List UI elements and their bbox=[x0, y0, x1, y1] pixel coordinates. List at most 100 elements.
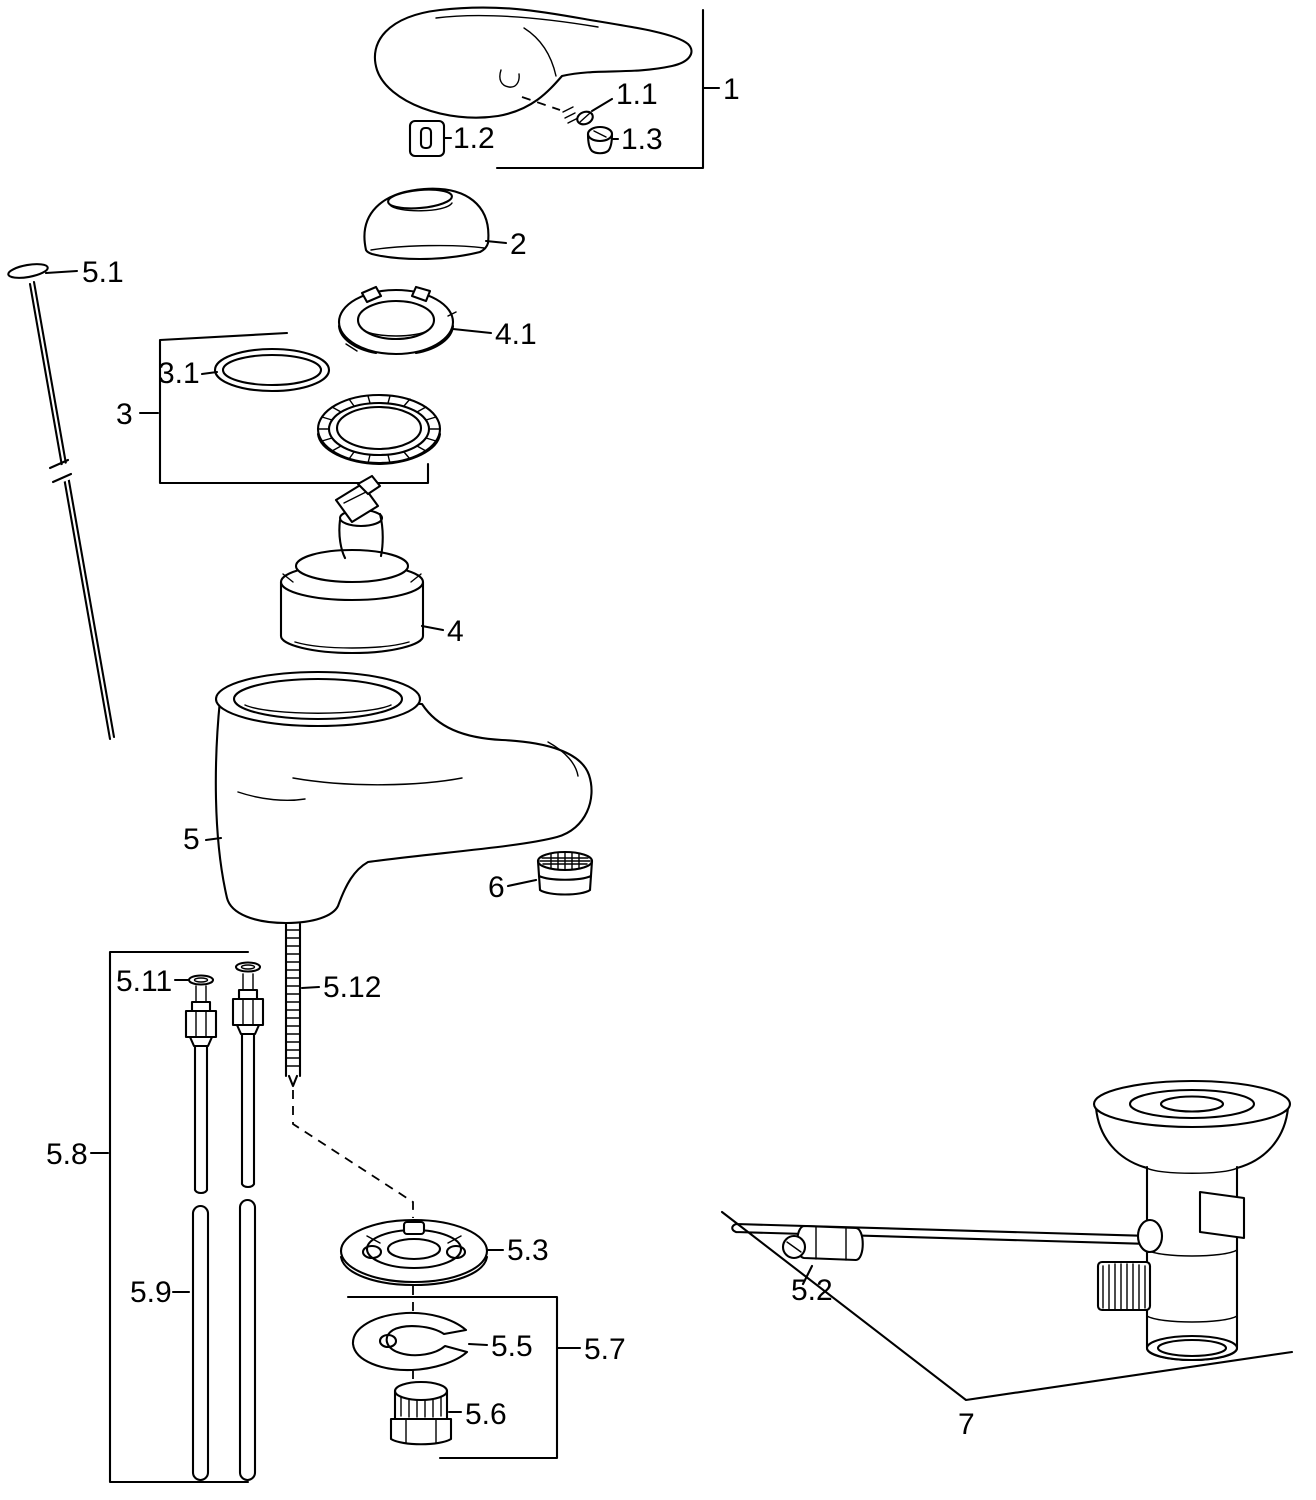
threaded-ring-inner bbox=[335, 405, 423, 451]
hose-lower-right bbox=[238, 1198, 257, 1482]
drain-flange-inner bbox=[1128, 1088, 1256, 1120]
drain-rod-boss bbox=[1136, 1218, 1164, 1254]
part-5-2-clamp: 5.2 bbox=[781, 1224, 864, 1307]
part-label-5-11: 5.11 bbox=[116, 965, 172, 998]
fitting-taper bbox=[235, 1023, 261, 1036]
hose-lower-left bbox=[191, 1204, 210, 1482]
part-label-1: 1 bbox=[723, 73, 740, 106]
part-label-6: 6 bbox=[488, 871, 505, 904]
lever-handle-top-line bbox=[435, 14, 599, 28]
part-5-7-group: 5.7 5.5 5.6 bbox=[346, 1295, 626, 1460]
o-ring-small-right-outer bbox=[234, 961, 262, 973]
fitting-facets bbox=[195, 1010, 207, 1038]
rod-knob bbox=[7, 263, 49, 279]
dome-cap-inner-arc bbox=[389, 202, 453, 212]
faucet-top-opening-arc bbox=[244, 704, 392, 714]
faucet-top-opening-inner bbox=[232, 677, 404, 721]
fitting-collar bbox=[190, 1000, 212, 1013]
o-ring-small-left-outer bbox=[187, 974, 215, 986]
flange-hole bbox=[386, 1237, 442, 1261]
fitting-taper bbox=[188, 1035, 214, 1048]
part-1-lever-handle-group: 1 1.1 1.2 1.3 bbox=[373, 6, 740, 170]
part-1-1-spring-screw bbox=[562, 97, 614, 126]
part-2-dome-cap-group: 2 bbox=[363, 187, 527, 261]
fitting-hex bbox=[184, 1009, 218, 1039]
clamp-lines bbox=[815, 1226, 847, 1261]
part-5-leader bbox=[204, 836, 223, 842]
part-3-group: 3 3.1 bbox=[116, 331, 442, 485]
part-5-12-leader bbox=[300, 985, 321, 990]
screw-slot bbox=[579, 112, 591, 123]
cartridge-body-arc bbox=[294, 641, 410, 649]
part-5-3-flange-group: 5.3 bbox=[339, 1218, 549, 1287]
cap-slot bbox=[593, 130, 607, 138]
part-label-1-2: 1.2 bbox=[453, 122, 495, 155]
part-2-leader bbox=[484, 239, 508, 245]
hose-fitting-right bbox=[231, 988, 265, 1189]
part-label-5-5: 5.5 bbox=[491, 1330, 533, 1363]
nut-top bbox=[393, 1380, 449, 1402]
part-label-7: 7 bbox=[958, 1408, 975, 1441]
square-insert-slot bbox=[419, 126, 433, 150]
threaded-ring-band bbox=[316, 432, 442, 466]
part-1-2-square-insert bbox=[408, 119, 453, 158]
lock-ring-inner-arc bbox=[363, 329, 429, 337]
part-label-5-6: 5.6 bbox=[465, 1398, 507, 1431]
lock-ring-outer bbox=[337, 288, 455, 356]
drain-bottom-inner bbox=[1156, 1338, 1228, 1358]
part-1-bracket bbox=[495, 8, 705, 170]
washer-hole bbox=[378, 1333, 398, 1349]
part-5-1-popup-rod-group: 5.1 bbox=[7, 256, 124, 741]
drain-overflow-window bbox=[1198, 1190, 1246, 1240]
flange-outer bbox=[339, 1218, 489, 1284]
part-label-2: 2 bbox=[510, 228, 527, 261]
part-label-1-1: 1.1 bbox=[616, 78, 658, 111]
cartridge-lever-tip bbox=[356, 474, 382, 496]
flange-screw-right bbox=[445, 1244, 467, 1260]
part-1-3-cap bbox=[586, 125, 620, 155]
drain-flange-hole bbox=[1159, 1095, 1225, 1113]
aerator-mesh bbox=[539, 852, 591, 870]
lock-ring-inner bbox=[356, 299, 436, 341]
hose-fitting-left bbox=[184, 1000, 218, 1195]
tube-upper bbox=[193, 1044, 209, 1195]
stud-threads bbox=[285, 929, 301, 1067]
dome-cap-opening bbox=[387, 188, 453, 210]
part-1-1-leader bbox=[590, 97, 614, 113]
part-5-8-bracket bbox=[108, 950, 250, 1484]
part-5-7-bracket bbox=[346, 1295, 559, 1460]
aerator-sides bbox=[536, 859, 594, 896]
threaded-ring-mid bbox=[327, 401, 431, 457]
part-5-8-hose-group: 5.8 5.11 5.9 bbox=[46, 950, 265, 1484]
lever-handle-umark bbox=[499, 69, 520, 88]
lock-ring-notches bbox=[345, 311, 457, 352]
o-ring-small-left-inner bbox=[193, 977, 209, 983]
part-label-5-8: 5.8 bbox=[46, 1138, 88, 1171]
flange-screw-left bbox=[361, 1244, 383, 1260]
nut-knurl bbox=[400, 1392, 442, 1418]
fitting-facets bbox=[242, 998, 254, 1026]
rod-edge-left bbox=[28, 282, 112, 741]
part-label-3-1: 3.1 bbox=[158, 357, 200, 390]
spring-coils bbox=[562, 106, 579, 124]
drain-knurled-nut bbox=[1096, 1260, 1152, 1312]
part-label-5: 5 bbox=[183, 823, 200, 856]
nut-hex-facets bbox=[405, 1418, 437, 1444]
rod-edge-right bbox=[32, 280, 116, 739]
part-label-1-3: 1.3 bbox=[621, 123, 663, 156]
drain-flange-outer bbox=[1092, 1079, 1292, 1129]
fitting-collar bbox=[237, 988, 259, 1001]
part-4-1-leader bbox=[451, 327, 493, 335]
flange-notch bbox=[402, 1220, 426, 1236]
part-6-aerator-group: 6 bbox=[488, 850, 594, 904]
part-5-12-stud-group: 5.12 bbox=[284, 922, 381, 1088]
lock-ring-tab-right bbox=[410, 285, 432, 303]
part-4-1-lock-ring-group: 4.1 bbox=[337, 285, 537, 356]
part-1-1-dashed-leader bbox=[521, 96, 561, 111]
clamp-body bbox=[796, 1224, 864, 1262]
drain-body-top-seam bbox=[1146, 1167, 1238, 1174]
stud-sides bbox=[284, 922, 302, 1088]
part-label-4-1: 4.1 bbox=[495, 318, 537, 351]
flange-radial-lines bbox=[366, 1235, 462, 1244]
